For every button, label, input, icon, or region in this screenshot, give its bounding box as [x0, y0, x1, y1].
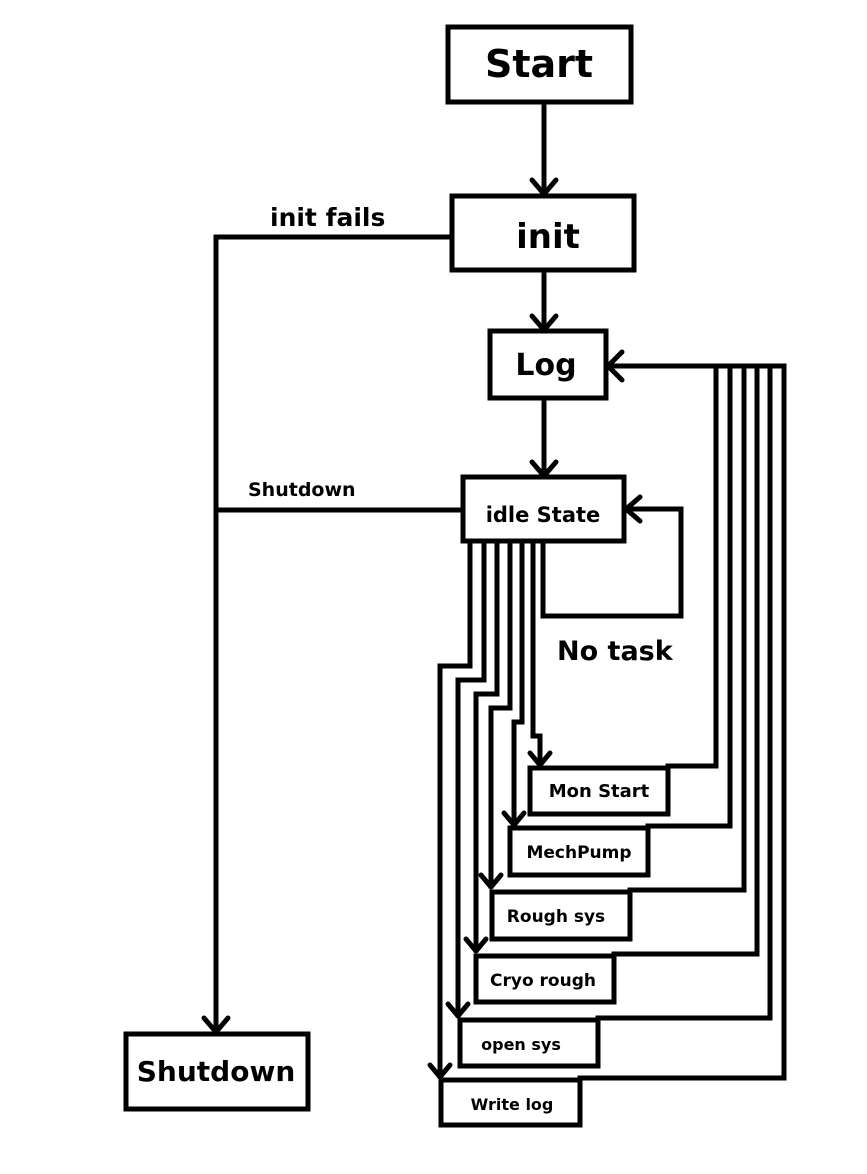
node-cryo-rough-label: Cryo rough	[490, 971, 596, 991]
node-init-label: init	[516, 217, 580, 257]
edge-write-log-return	[577, 363, 787, 1081]
node-cryo-rough: Cryo rough	[473, 953, 617, 1005]
arrowhead-open-sys	[445, 1001, 471, 1019]
edge-idle-write-log	[437, 539, 473, 1079]
node-mech-pump-label: MechPump	[526, 843, 631, 863]
edge-idle-open-sys	[455, 539, 487, 1018]
label-no-task: No task	[557, 636, 674, 667]
node-mech-pump: MechPump	[507, 825, 651, 878]
edge-no-task-loop	[540, 506, 684, 619]
node-idle-state-label: idle State	[486, 503, 601, 527]
arrowhead-rough-sys	[478, 872, 504, 890]
node-start: Start	[445, 24, 634, 105]
node-idle-state: idle State	[460, 474, 627, 544]
node-mon-start-label: Mon Start	[549, 781, 650, 802]
node-shutdown-label: Shutdown	[137, 1055, 296, 1088]
edge-idle-cryo-rough	[473, 539, 500, 953]
label-init-fails: init fails	[270, 203, 385, 232]
node-shutdown: Shutdown	[123, 1031, 311, 1112]
node-rough-sys: Rough sys	[489, 889, 633, 942]
node-init: init	[449, 193, 637, 273]
node-write-log: Write log	[438, 1077, 583, 1128]
edge-mech-pump-return	[645, 363, 733, 829]
edge-cryo-rough-return	[611, 363, 760, 957]
node-open-sys: open sys	[457, 1017, 601, 1069]
arrowhead-write-log	[427, 1062, 453, 1080]
node-open-sys-label: open sys	[481, 1035, 561, 1054]
arrowhead-mon-start	[527, 750, 553, 768]
label-shutdown-edge: Shutdown	[248, 479, 356, 501]
edge-idle-mon-start	[530, 539, 543, 767]
arrowhead-mech-pump	[501, 810, 527, 828]
node-write-log-label: Write log	[471, 1095, 554, 1114]
node-log-label: Log	[515, 348, 576, 383]
node-start-label: Start	[485, 42, 593, 86]
edge-idle-mech-pump	[511, 539, 525, 827]
edge-open-sys-return	[595, 363, 773, 1021]
edge-init-fails	[213, 234, 455, 1033]
node-log: Log	[487, 328, 609, 401]
node-mon-start: Mon Start	[527, 765, 671, 817]
node-rough-sys-label: Rough sys	[507, 907, 605, 927]
edge-rough-sys-return	[627, 363, 747, 893]
arrowhead-cryo-rough	[463, 936, 489, 954]
edge-idle-rough-sys	[488, 539, 513, 889]
edge-mon-start-return	[665, 363, 719, 769]
